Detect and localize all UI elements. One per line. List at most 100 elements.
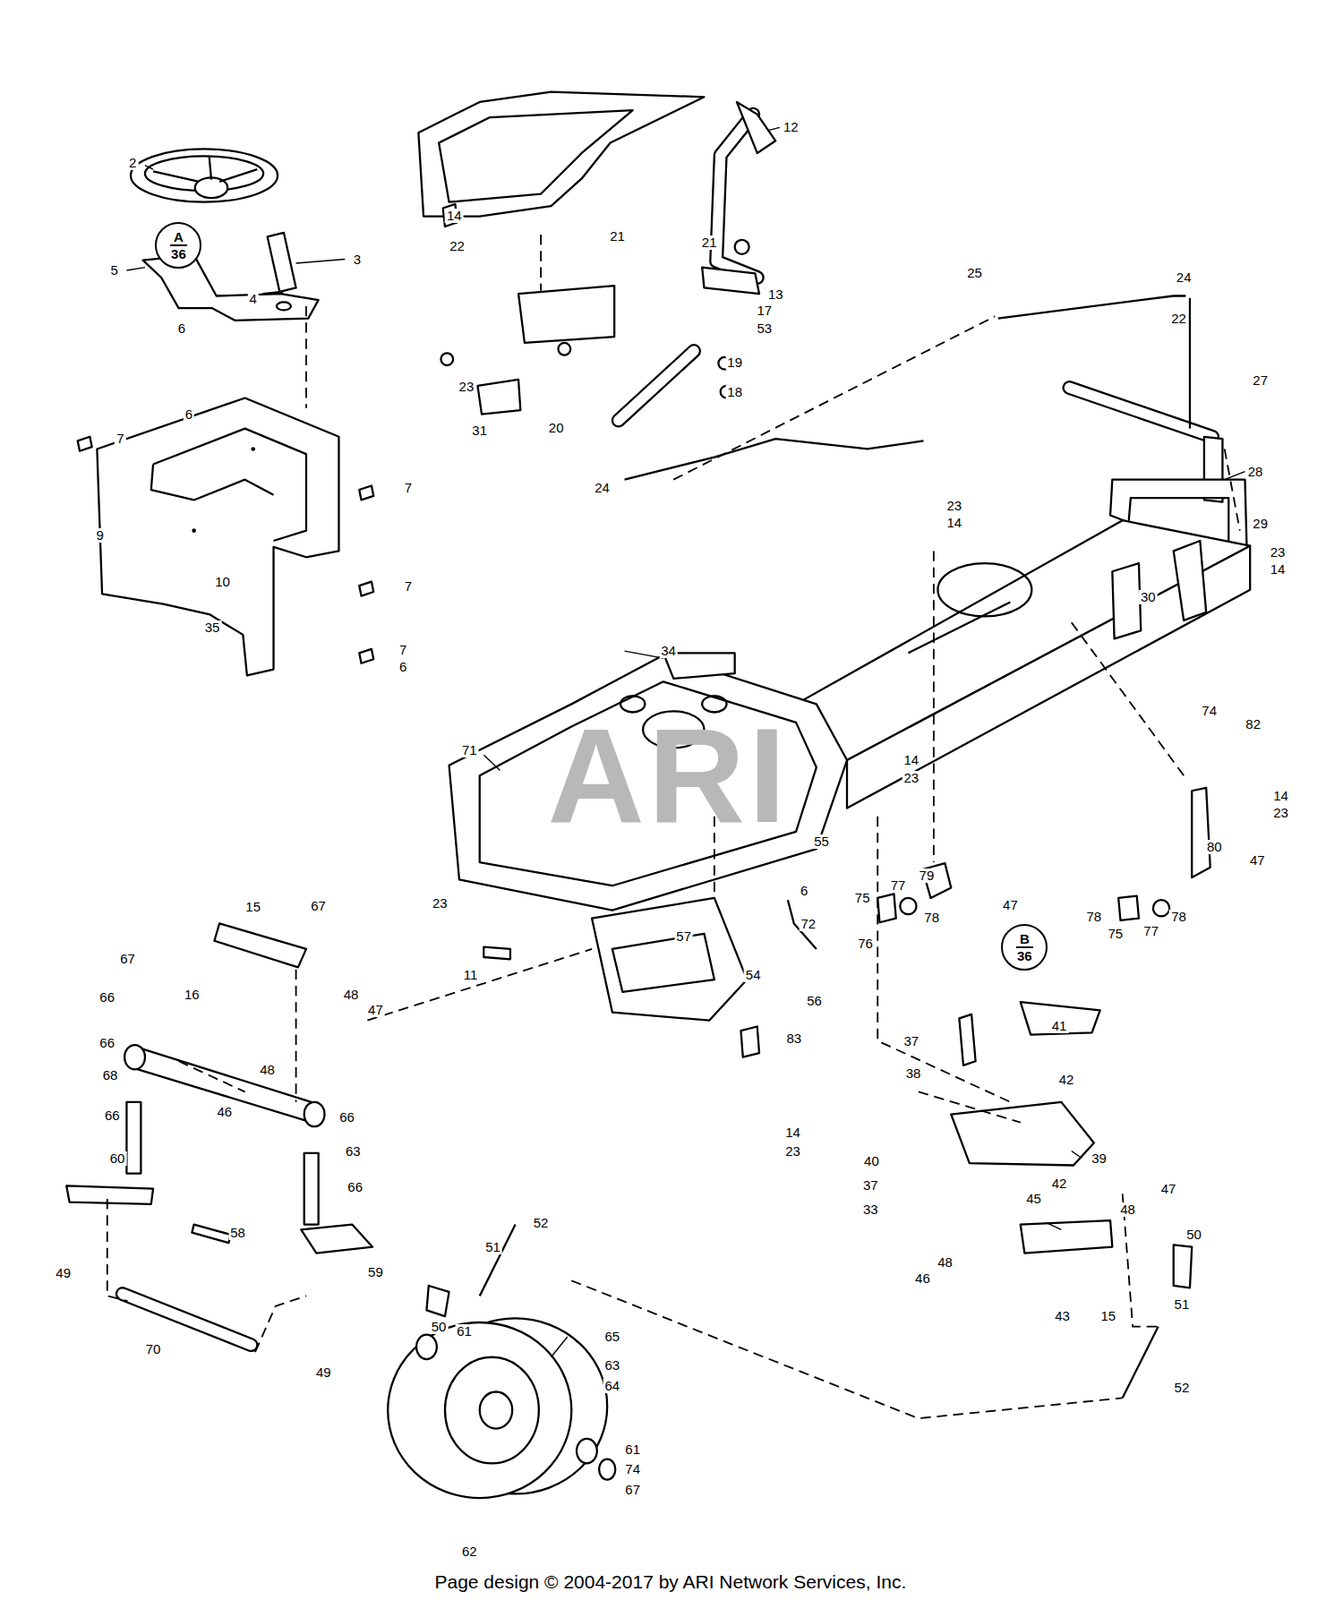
callout-number: 22 [447,239,467,254]
callout-number: 23 [944,498,964,514]
lift-lever [701,267,760,295]
frame [937,563,1032,616]
dash-panel [96,397,339,676]
callout-number: 59 [366,1265,385,1280]
front-wheel [387,1317,616,1498]
seat-plate [557,342,571,356]
front-axle [304,1102,326,1127]
callout-number: 15 [1098,1308,1118,1324]
rear-brackets [899,898,916,915]
callout-number: 9 [94,528,106,543]
callout-number: 49 [53,1266,73,1281]
screws [77,436,375,664]
callout-number: 55 [812,834,831,849]
callout-number: 64 [603,1378,623,1394]
callout-number: 22 [1169,311,1189,326]
front-wheel [576,1438,598,1463]
callout-number: 16 [182,987,202,1002]
callout-number: 23 [430,896,450,911]
callout-number: 21 [607,229,627,244]
callout-number: 78 [1085,909,1104,924]
front-bracket [612,933,715,993]
callout-number: 41 [1050,1018,1070,1034]
leader-lines [296,258,346,264]
callout-number: 38 [904,1066,924,1081]
callout-number: 72 [798,916,818,932]
frame [1112,563,1141,639]
callout-number: 35 [203,620,223,635]
callout-number: 31 [470,423,489,438]
callout-number: 58 [228,1225,248,1241]
callout-number: 29 [1250,516,1270,531]
callout-number: 75 [1105,926,1125,941]
callout-number: 42 [1050,1176,1070,1191]
steering-wheel [153,157,257,182]
leader-lines [1045,1222,1061,1230]
callout-number: 74 [1199,703,1219,719]
callout-number: 43 [1052,1308,1072,1324]
reference-text: 36 [167,246,190,262]
callout-number: 48 [342,987,361,1002]
callout-number: 14 [444,208,464,223]
callout-number: 37 [861,1178,881,1193]
dashed-guides [107,1198,129,1301]
callout-number: 23 [457,379,477,394]
dashed-guides [539,234,542,291]
dashed-guides [367,949,592,1021]
front-axle [124,1044,146,1070]
dash-panel [191,528,197,533]
callout-number: 46 [214,1104,234,1120]
callout-number: 6 [397,659,409,675]
front-axle [132,1045,318,1125]
seat-plate [518,285,615,343]
callout-number: 13 [766,287,786,302]
fender-pan [418,92,704,227]
lift-tube [618,350,694,420]
frame [795,520,1250,761]
callout-number: 7 [402,579,414,594]
callout-number: 67 [118,951,137,967]
callout-number: 17 [754,303,774,318]
lift-lever [735,239,750,255]
callout-number: 50 [429,1319,449,1335]
callout-number: 78 [1169,909,1189,924]
fender-pan [418,92,704,217]
callout-number: 7 [402,480,414,496]
front-wheel [444,1357,539,1464]
seat-plate [440,285,615,415]
frame [1173,540,1207,621]
dashed-guides [107,234,1241,1419]
leader-lines [145,165,154,171]
callout-number: 60 [108,1151,128,1166]
dashed-guides [932,550,935,863]
callout-number: 70 [144,1342,163,1357]
callout-number: 19 [725,355,745,370]
callout-number: 33 [861,1202,881,1217]
page-caption: Page design © 2004-2017 by ARI Network S… [434,1571,907,1593]
callout-number: 50 [1184,1227,1204,1242]
front-axle [213,923,307,967]
front-axle [66,923,373,1345]
callout-number: 21 [700,235,719,250]
footplate [449,655,847,911]
callout-number: 57 [674,929,693,944]
reference-circle: A36 [154,222,202,269]
callout-number: 12 [781,119,801,135]
front-axle [122,1293,252,1345]
dash-panel [96,397,339,676]
callout-number: 6 [798,883,810,899]
callout-number: 56 [804,993,824,1009]
steering-gear [950,1001,1113,1253]
frame [795,479,1250,809]
seat-plate [477,379,521,415]
screws [359,485,374,500]
front-wheel [416,1334,437,1360]
rear-brackets [1191,787,1211,878]
steering-gear [950,1102,1095,1166]
callout-number: 6 [176,321,188,336]
dash-panel [151,428,307,541]
dashed-guides [571,1280,1122,1419]
rear-brackets [1118,896,1139,921]
callout-number: 65 [603,1329,623,1344]
